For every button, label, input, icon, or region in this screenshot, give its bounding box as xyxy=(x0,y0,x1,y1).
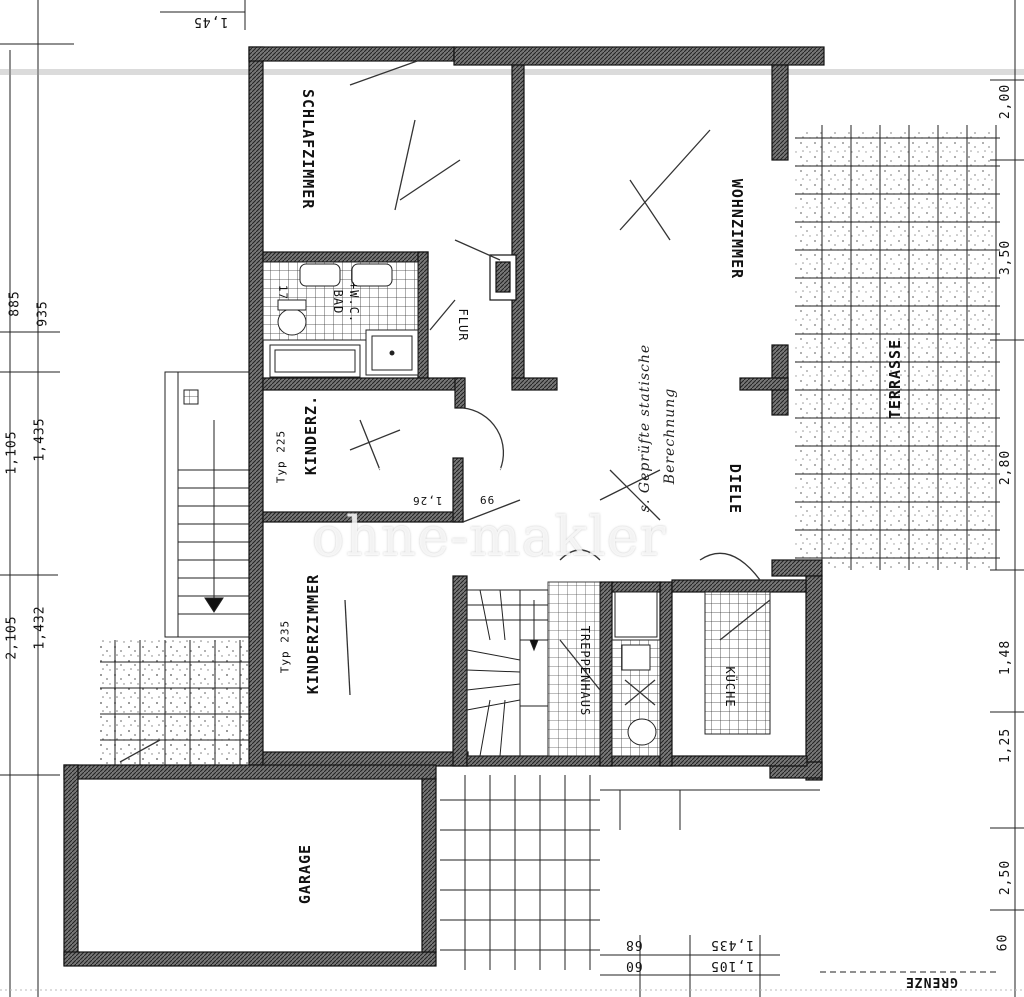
walls xyxy=(63,46,825,967)
bad-dimension-17: 17 xyxy=(276,284,290,301)
dimension-right-350: 3,50 xyxy=(998,239,1014,276)
staircase xyxy=(466,589,549,757)
watermark-text: ohne-makler xyxy=(312,505,667,568)
dimension-right-125: 1,25 xyxy=(998,727,1014,764)
dimension-top-145: 1,45 xyxy=(193,14,229,29)
room-label-kinderz: KINDERZ. xyxy=(302,394,320,476)
dimension-left-935: 935 xyxy=(35,300,51,327)
dimension-bottom-60: 60 xyxy=(625,958,643,973)
kitchen-wc-fixtures xyxy=(547,581,771,757)
room-label-garage: GARAGE xyxy=(296,843,314,905)
room-label-kueche: KÜCHE xyxy=(723,666,737,708)
dimension-right-60: 60 xyxy=(995,933,1011,952)
room-label-diele: DIELE xyxy=(726,463,744,515)
dimension-left-2105: 2,105 xyxy=(4,615,20,660)
door-dimension-66: 66 xyxy=(480,494,496,507)
type-label-typ235: Typ 235 xyxy=(278,619,292,674)
dimension-right-200: 2,00 xyxy=(998,83,1014,120)
dimension-right-280: 2,80 xyxy=(998,449,1014,486)
room-label-kinderzimmer: KINDERZIMMER xyxy=(304,573,322,695)
pencil-marks xyxy=(119,59,771,763)
dimension-left-1432: 1,432 xyxy=(32,605,48,650)
room-label-schlafzimmer: SCHLAFZIMMER xyxy=(299,89,317,210)
dimension-bottom-1105: 1,105 xyxy=(710,958,755,973)
dimension-bottom-1435: 1,435 xyxy=(710,937,755,952)
dimension-bottom-68: 68 xyxy=(625,937,643,952)
boundary-label-grenze: GRENZE xyxy=(905,974,958,989)
terrace-grid xyxy=(795,125,1000,570)
room-label-terrasse: TERRASSE xyxy=(886,338,904,420)
room-label-bad: BAD xyxy=(331,289,345,315)
bathroom-fixtures xyxy=(262,261,419,378)
note-statik-line1: s. Geprüfte statische xyxy=(637,343,653,513)
type-label-typ225: Typ 225 xyxy=(274,429,288,484)
room-label-bad-wc: +W.C. xyxy=(347,282,361,324)
entrance-path-grid xyxy=(440,775,820,970)
dimension-left-885: 885 xyxy=(7,290,23,317)
left-steps xyxy=(100,371,251,765)
watermark-logo xyxy=(378,417,584,500)
room-label-wohnzimmer: WOHNZIMMER xyxy=(728,178,746,280)
dimension-left-1435: 1,435 xyxy=(32,417,48,462)
dimension-right-148: 1,48 xyxy=(998,639,1014,676)
note-statik-line2: Berechnung xyxy=(662,387,678,485)
room-label-flur: FLUR xyxy=(456,308,470,342)
room-label-treppenhaus: TREPPENHAUS xyxy=(578,625,592,717)
dimension-left-1105: 1,105 xyxy=(4,430,20,475)
dimension-right-250: 2,50 xyxy=(998,859,1014,896)
